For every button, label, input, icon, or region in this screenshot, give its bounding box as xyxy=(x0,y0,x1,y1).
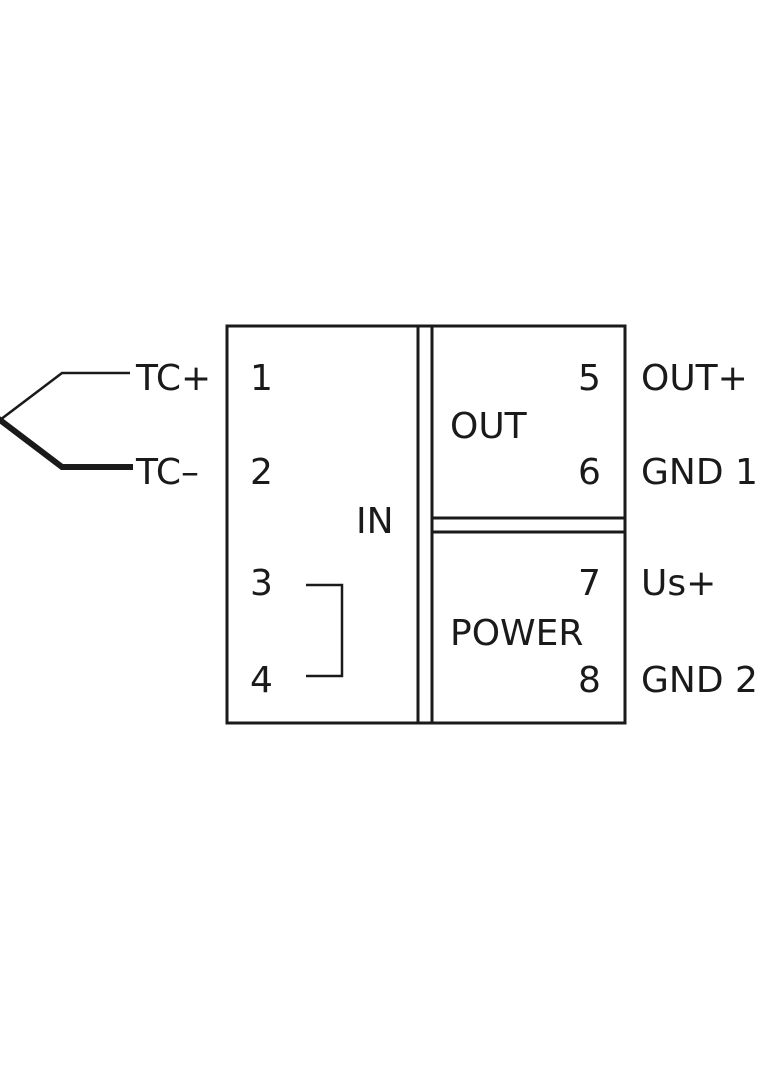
terminal-8: 8 xyxy=(578,660,601,701)
terminal-7: 7 xyxy=(578,563,601,604)
in-block-label: IN xyxy=(356,501,394,542)
tc-minus-label: TC– xyxy=(135,452,199,493)
terminal-4: 4 xyxy=(250,660,273,701)
out-plus-label: OUT+ xyxy=(641,358,748,399)
tc-plus-label: TC+ xyxy=(135,358,211,399)
us-plus-label: Us+ xyxy=(641,563,716,604)
terminal-5: 5 xyxy=(578,358,601,399)
module-body xyxy=(225,324,627,725)
gnd2-label: GND 2 xyxy=(641,660,758,701)
thermocouple-wires xyxy=(0,371,133,470)
jumper-3-4 xyxy=(306,583,344,678)
tc-plus-wire xyxy=(0,371,130,421)
terminal-2: 2 xyxy=(250,452,273,493)
terminal-1: 1 xyxy=(250,358,273,399)
power-block-label: POWER xyxy=(450,613,583,654)
tc-minus-wire xyxy=(0,416,133,470)
out-block-label: OUT xyxy=(450,406,528,447)
terminal-3: 3 xyxy=(250,563,273,604)
gnd1-label: GND 1 xyxy=(641,452,758,493)
terminal-6: 6 xyxy=(578,452,601,493)
